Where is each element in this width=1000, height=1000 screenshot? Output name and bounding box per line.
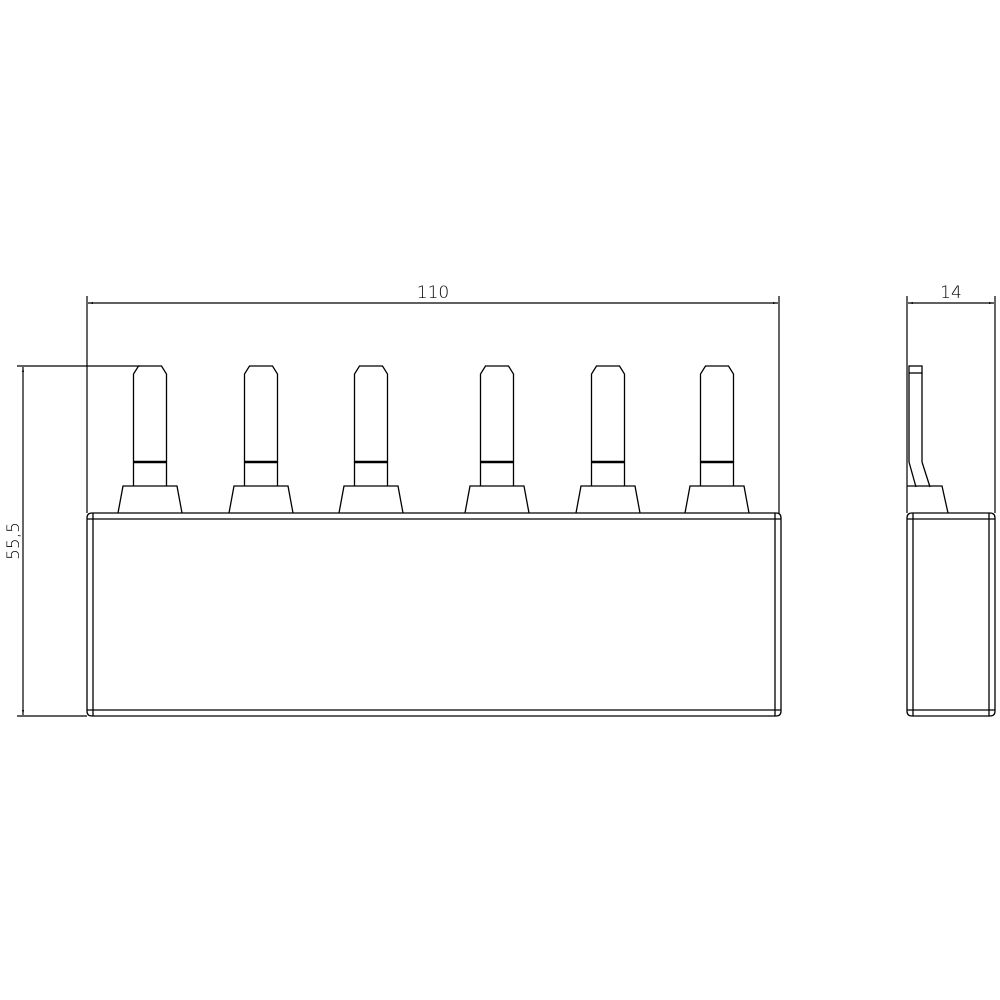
pins [117,365,750,514]
pin-1 [117,365,183,514]
front-view [86,365,782,717]
pin-base [575,485,641,514]
pin-base [228,485,294,514]
pin-6 [684,365,750,514]
pin-2 [228,365,294,514]
side-housing-outline [906,512,996,717]
dimension-height-label: 55,5 [4,522,24,560]
side-pin-tip [908,365,923,374]
housing-outline [86,512,782,717]
pin-base [117,485,183,514]
pin-base [684,485,750,514]
pin-4 [464,365,530,514]
pin-base [338,485,404,514]
pin-5 [575,365,641,514]
dimension-width-label: 110 [417,283,449,303]
pin-base [464,485,530,514]
dimensions [17,296,996,717]
side-view [906,365,996,717]
dimension-depth-label: 14 [940,283,962,303]
pin-3 [338,365,404,514]
